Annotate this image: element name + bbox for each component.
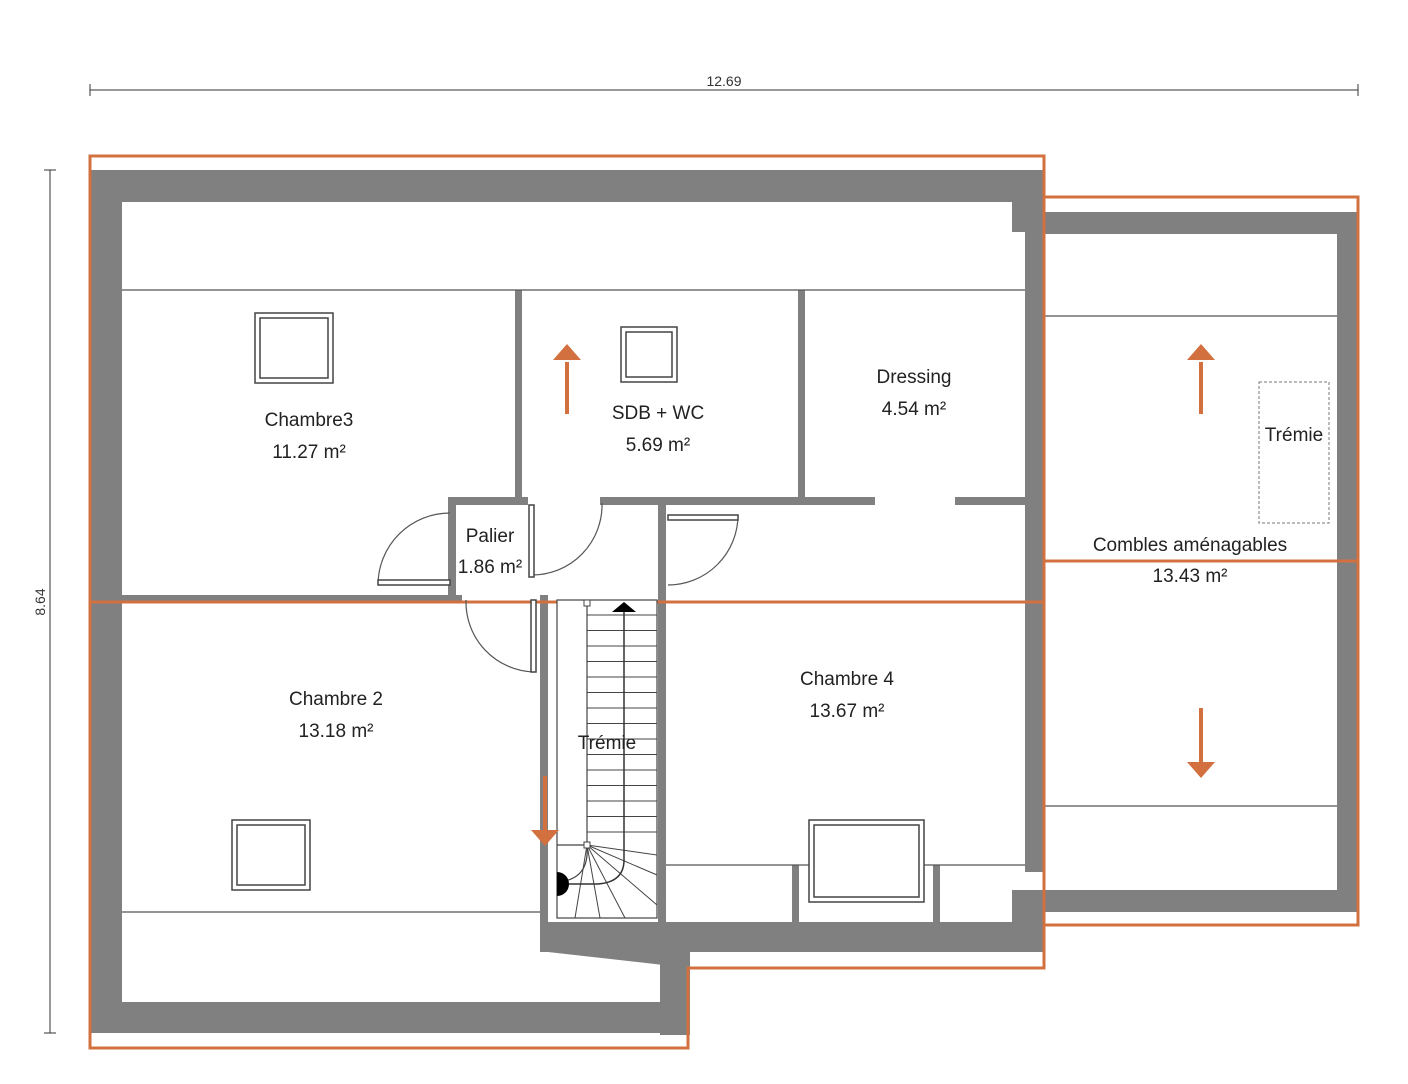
- room-area-palier: 1.86 m²: [458, 557, 522, 578]
- roof-outlines: [88, 154, 1360, 1050]
- room-area-dressing: 4.54 m²: [882, 399, 946, 420]
- skylight-chambre2: [231, 819, 311, 891]
- room-name-chambre4: Chambre 4: [800, 669, 894, 690]
- room-area-combles: 13.43 m²: [1153, 566, 1228, 587]
- room-name-chambre2: Chambre 2: [289, 689, 383, 710]
- width-label: 12.69: [706, 73, 741, 89]
- slope-arrow-sdb: [553, 344, 581, 414]
- room-area-chambre2: 13.18 m²: [299, 721, 374, 742]
- slope-arrow-combles-down: [1187, 708, 1215, 778]
- walls: [90, 170, 1358, 1035]
- stair-treads: [587, 614, 657, 833]
- room-area-chambre3: 11.27 m²: [272, 442, 346, 463]
- room-area-sdb: 5.69 m²: [626, 435, 690, 456]
- width-dimension: 12.69: [89, 73, 1359, 96]
- room-name-dressing: Dressing: [877, 367, 952, 388]
- skylight-sdb: [620, 326, 678, 383]
- tremie-opening: [1258, 381, 1330, 524]
- height-dimension: 8.64: [32, 169, 56, 1034]
- skylight-chambre3: [254, 312, 334, 384]
- skylight-chambre4: [808, 819, 925, 903]
- room-area-chambre4: 13.67 m²: [810, 701, 885, 722]
- slope-arrow-combles-up: [1187, 344, 1215, 414]
- room-name-palier: Palier: [466, 526, 515, 547]
- room-name-combles: Combles aménagables: [1093, 535, 1287, 556]
- slope-arrow-stair: [531, 776, 559, 846]
- tremie-label-stair: Trémie: [578, 733, 636, 754]
- tremie-label-combles: Trémie: [1265, 425, 1323, 446]
- staircase: [556, 599, 658, 919]
- room-name-sdb: SDB + WC: [612, 403, 704, 424]
- doors: [377, 502, 739, 673]
- room-name-chambre3: Chambre3: [265, 410, 354, 431]
- height-label: 8.64: [32, 588, 48, 615]
